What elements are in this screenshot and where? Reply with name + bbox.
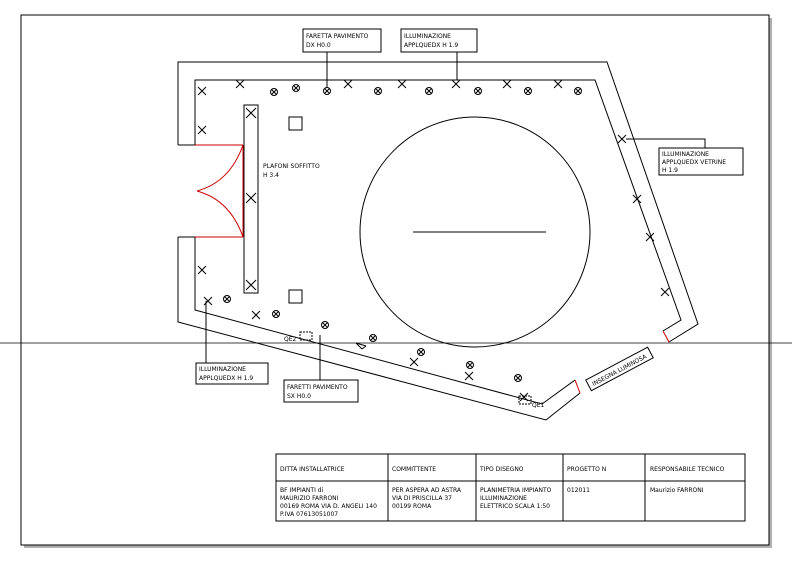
wall-lamps-left bbox=[197, 86, 213, 306]
wall-inner-top bbox=[194, 79, 682, 332]
wall-outer-top bbox=[177, 61, 699, 343]
label-vetrine-line1: ILLUMINAZIONE bbox=[662, 151, 709, 158]
tb-committente-line1: PER ASPERA AD ASTRA bbox=[392, 487, 462, 494]
label-vetrine-line3: H 1.9 bbox=[662, 167, 678, 174]
label-box-faretta bbox=[302, 28, 382, 53]
wall-outer-bottom bbox=[177, 237, 581, 421]
tb-ditta-line2: MAURIZIO FARRONI bbox=[280, 495, 339, 502]
tb-header-tipo: TIPO DISEGNO bbox=[479, 466, 524, 473]
tb-header-committente: COMMITTENTE bbox=[392, 466, 436, 473]
label-faretta-line1: FARETTA PAVIMENTO bbox=[306, 33, 369, 40]
label-illum-top-line1: ILLUMINAZIONE bbox=[404, 33, 451, 40]
tb-tipo-line3: ELETTRICO SCALA 1:50 bbox=[480, 503, 550, 510]
wall-lamps-top bbox=[235, 79, 563, 89]
panel-qe1-symbol bbox=[518, 395, 532, 405]
tb-tipo-line2: ILLUMINAZIONE bbox=[480, 495, 527, 502]
tb-header-ditta: DITTA INSTALLATRICE bbox=[280, 466, 345, 473]
label-illum-top-line2: APPLQUEDX H 1.9 bbox=[404, 42, 458, 49]
tb-tipo-line1: PLANIMETRIA IMPIANTO bbox=[480, 487, 552, 494]
title-block bbox=[275, 453, 746, 522]
tb-header-progetto: PROGETTO N bbox=[567, 466, 606, 473]
wall-lamps-right bbox=[617, 134, 670, 297]
floor-spots-bottom bbox=[223, 295, 522, 382]
tb-committente-line3: 00199 ROMA bbox=[392, 503, 432, 510]
tb-committente-line2: VIA DI PRISCILLA 37 bbox=[392, 495, 452, 502]
floor-spots-top bbox=[270, 84, 582, 96]
leader-lines bbox=[205, 52, 706, 380]
panel-qe2-symbol bbox=[299, 331, 313, 341]
label-qe2: QE2 bbox=[284, 336, 297, 343]
label-plafoni-line2: H 3.4 bbox=[263, 172, 279, 179]
tb-header-responsabile: RESPONSABILE TECNICO bbox=[650, 466, 725, 473]
label-box-illum-vetrine bbox=[658, 147, 744, 176]
label-illum-bottom-line2: APPLQUEDX H 1.9 bbox=[199, 375, 253, 382]
sheet-border bbox=[20, 14, 770, 546]
label-illum-bottom-line1: ILLUMINAZIONE bbox=[199, 366, 246, 373]
tb-ditta-line1: BF IMPIANTI di bbox=[280, 487, 324, 494]
label-box-illum-bottom bbox=[195, 362, 269, 385]
tb-responsabile-value: Maurizio FARRONI bbox=[650, 487, 704, 494]
central-circle bbox=[359, 116, 591, 348]
entrance-door bbox=[195, 144, 244, 238]
junction-box bbox=[288, 116, 303, 131]
label-faretti-line1: FARETTI PAVIMENTO bbox=[287, 384, 348, 391]
label-box-illum-top bbox=[400, 28, 478, 53]
label-vetrine-line2: APPLQUEDX VETRINE bbox=[662, 159, 726, 166]
tb-ditta-line4: P.IVA 07613051007 bbox=[280, 511, 338, 518]
label-qe1: QE1 bbox=[532, 402, 545, 409]
wall-inner-bottom bbox=[194, 237, 576, 405]
wall-lamps-bottom bbox=[251, 310, 529, 402]
label-faretta-line2: DX H0.0 bbox=[306, 42, 331, 49]
ceiling-light-strip bbox=[243, 104, 259, 294]
label-box-faretti-bottom bbox=[283, 379, 359, 403]
jamb-mark bbox=[662, 330, 670, 343]
junction-box bbox=[288, 289, 303, 304]
tb-ditta-line3: 00169 ROMA VIA D. ANGELI 140 bbox=[280, 503, 377, 510]
jamb-mark bbox=[574, 379, 581, 394]
tb-progetto-value: 012011 bbox=[567, 487, 590, 494]
label-plafoni-line1: PLAFONI SOFFITTO bbox=[263, 163, 320, 170]
label-faretti-line2: SX H0.0 bbox=[287, 393, 311, 400]
